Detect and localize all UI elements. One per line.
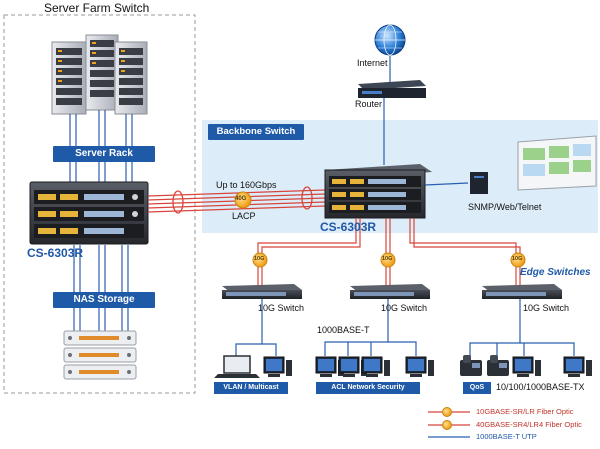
internet-globe-icon	[374, 24, 406, 56]
trunk-connector-40g	[234, 191, 252, 209]
ip-phone-icon	[460, 355, 482, 376]
legend-40g: 40GBASE-SR4/LR4 Fiber Optic	[476, 420, 582, 429]
router-icon	[358, 80, 426, 98]
edge-switches-label: Edge Switches	[520, 267, 591, 278]
center-switch-model: CS-6303R	[320, 220, 377, 234]
legend-utp: 1000BASE-T UTP	[476, 432, 537, 441]
nas-storage-icon	[63, 330, 137, 380]
pc-icon	[512, 356, 541, 377]
legend-10g: 10GBASE-SR/LR Fiber Optic	[476, 407, 574, 416]
pc-icon	[263, 356, 292, 377]
qos-badge: QoS	[463, 382, 491, 394]
server-rack-icon	[51, 34, 148, 115]
lacp-label: LACP	[232, 211, 256, 221]
switch-1-label: 10G Switch	[258, 303, 305, 313]
switch-3-label: 10G Switch	[523, 303, 570, 313]
management-workstation-icon	[470, 172, 488, 194]
uplink-badge-left: 10G	[254, 256, 265, 262]
pc-icon	[563, 356, 592, 377]
page-title: Server Farm Switch	[44, 1, 150, 15]
router-label: Router	[355, 99, 383, 109]
trunk-badge: 40G	[235, 196, 247, 202]
management-link	[424, 182, 469, 186]
uplink-connector-center	[380, 252, 396, 268]
lacp-bundle-ring-right	[301, 186, 313, 210]
left-core-switch	[29, 181, 149, 245]
pc-icon	[315, 356, 344, 377]
management-screen-icon	[517, 135, 597, 191]
pc-icon	[361, 356, 390, 377]
nas-storage-badge: NAS Storage	[53, 292, 155, 308]
management-label: SNMP/Web/Telnet	[468, 202, 542, 212]
client-utp-links	[235, 299, 575, 356]
internet-label: Internet	[357, 58, 388, 68]
trunk-speed-label: Up to 160Gbps	[216, 180, 277, 190]
center-core-switch	[324, 164, 432, 219]
uplink-badge-right: 10G	[512, 256, 523, 262]
pc-icon	[405, 356, 434, 377]
legend-swatches	[428, 407, 470, 438]
left-switch-model: CS-6303R	[27, 246, 84, 260]
acl-badge: ACL Network Security	[316, 382, 420, 394]
ip-phone-icon	[487, 355, 509, 376]
edge-switch-1	[222, 284, 302, 299]
uplink-connector-right	[510, 252, 526, 268]
uplink-connector-left	[252, 252, 268, 268]
edge-switch-3	[482, 284, 562, 299]
uplink-badge-center: 10G	[382, 256, 393, 262]
nas-cables	[73, 245, 129, 335]
laptop-icon	[214, 355, 260, 378]
server-farm-frame	[3, 14, 196, 394]
copper-label-mid: 1000BASE-T	[317, 325, 370, 335]
edge-switch-2	[350, 284, 430, 299]
vlan-badge: VLAN / Multicast	[214, 382, 288, 394]
lacp-bundle-ring-left	[172, 190, 184, 214]
server-rack-badge: Server Rack	[53, 146, 155, 162]
backbone-badge: Backbone Switch	[208, 124, 304, 140]
copper-label-right: 10/100/1000BASE-TX	[496, 382, 585, 392]
switch-2-label: 10G Switch	[381, 303, 428, 313]
